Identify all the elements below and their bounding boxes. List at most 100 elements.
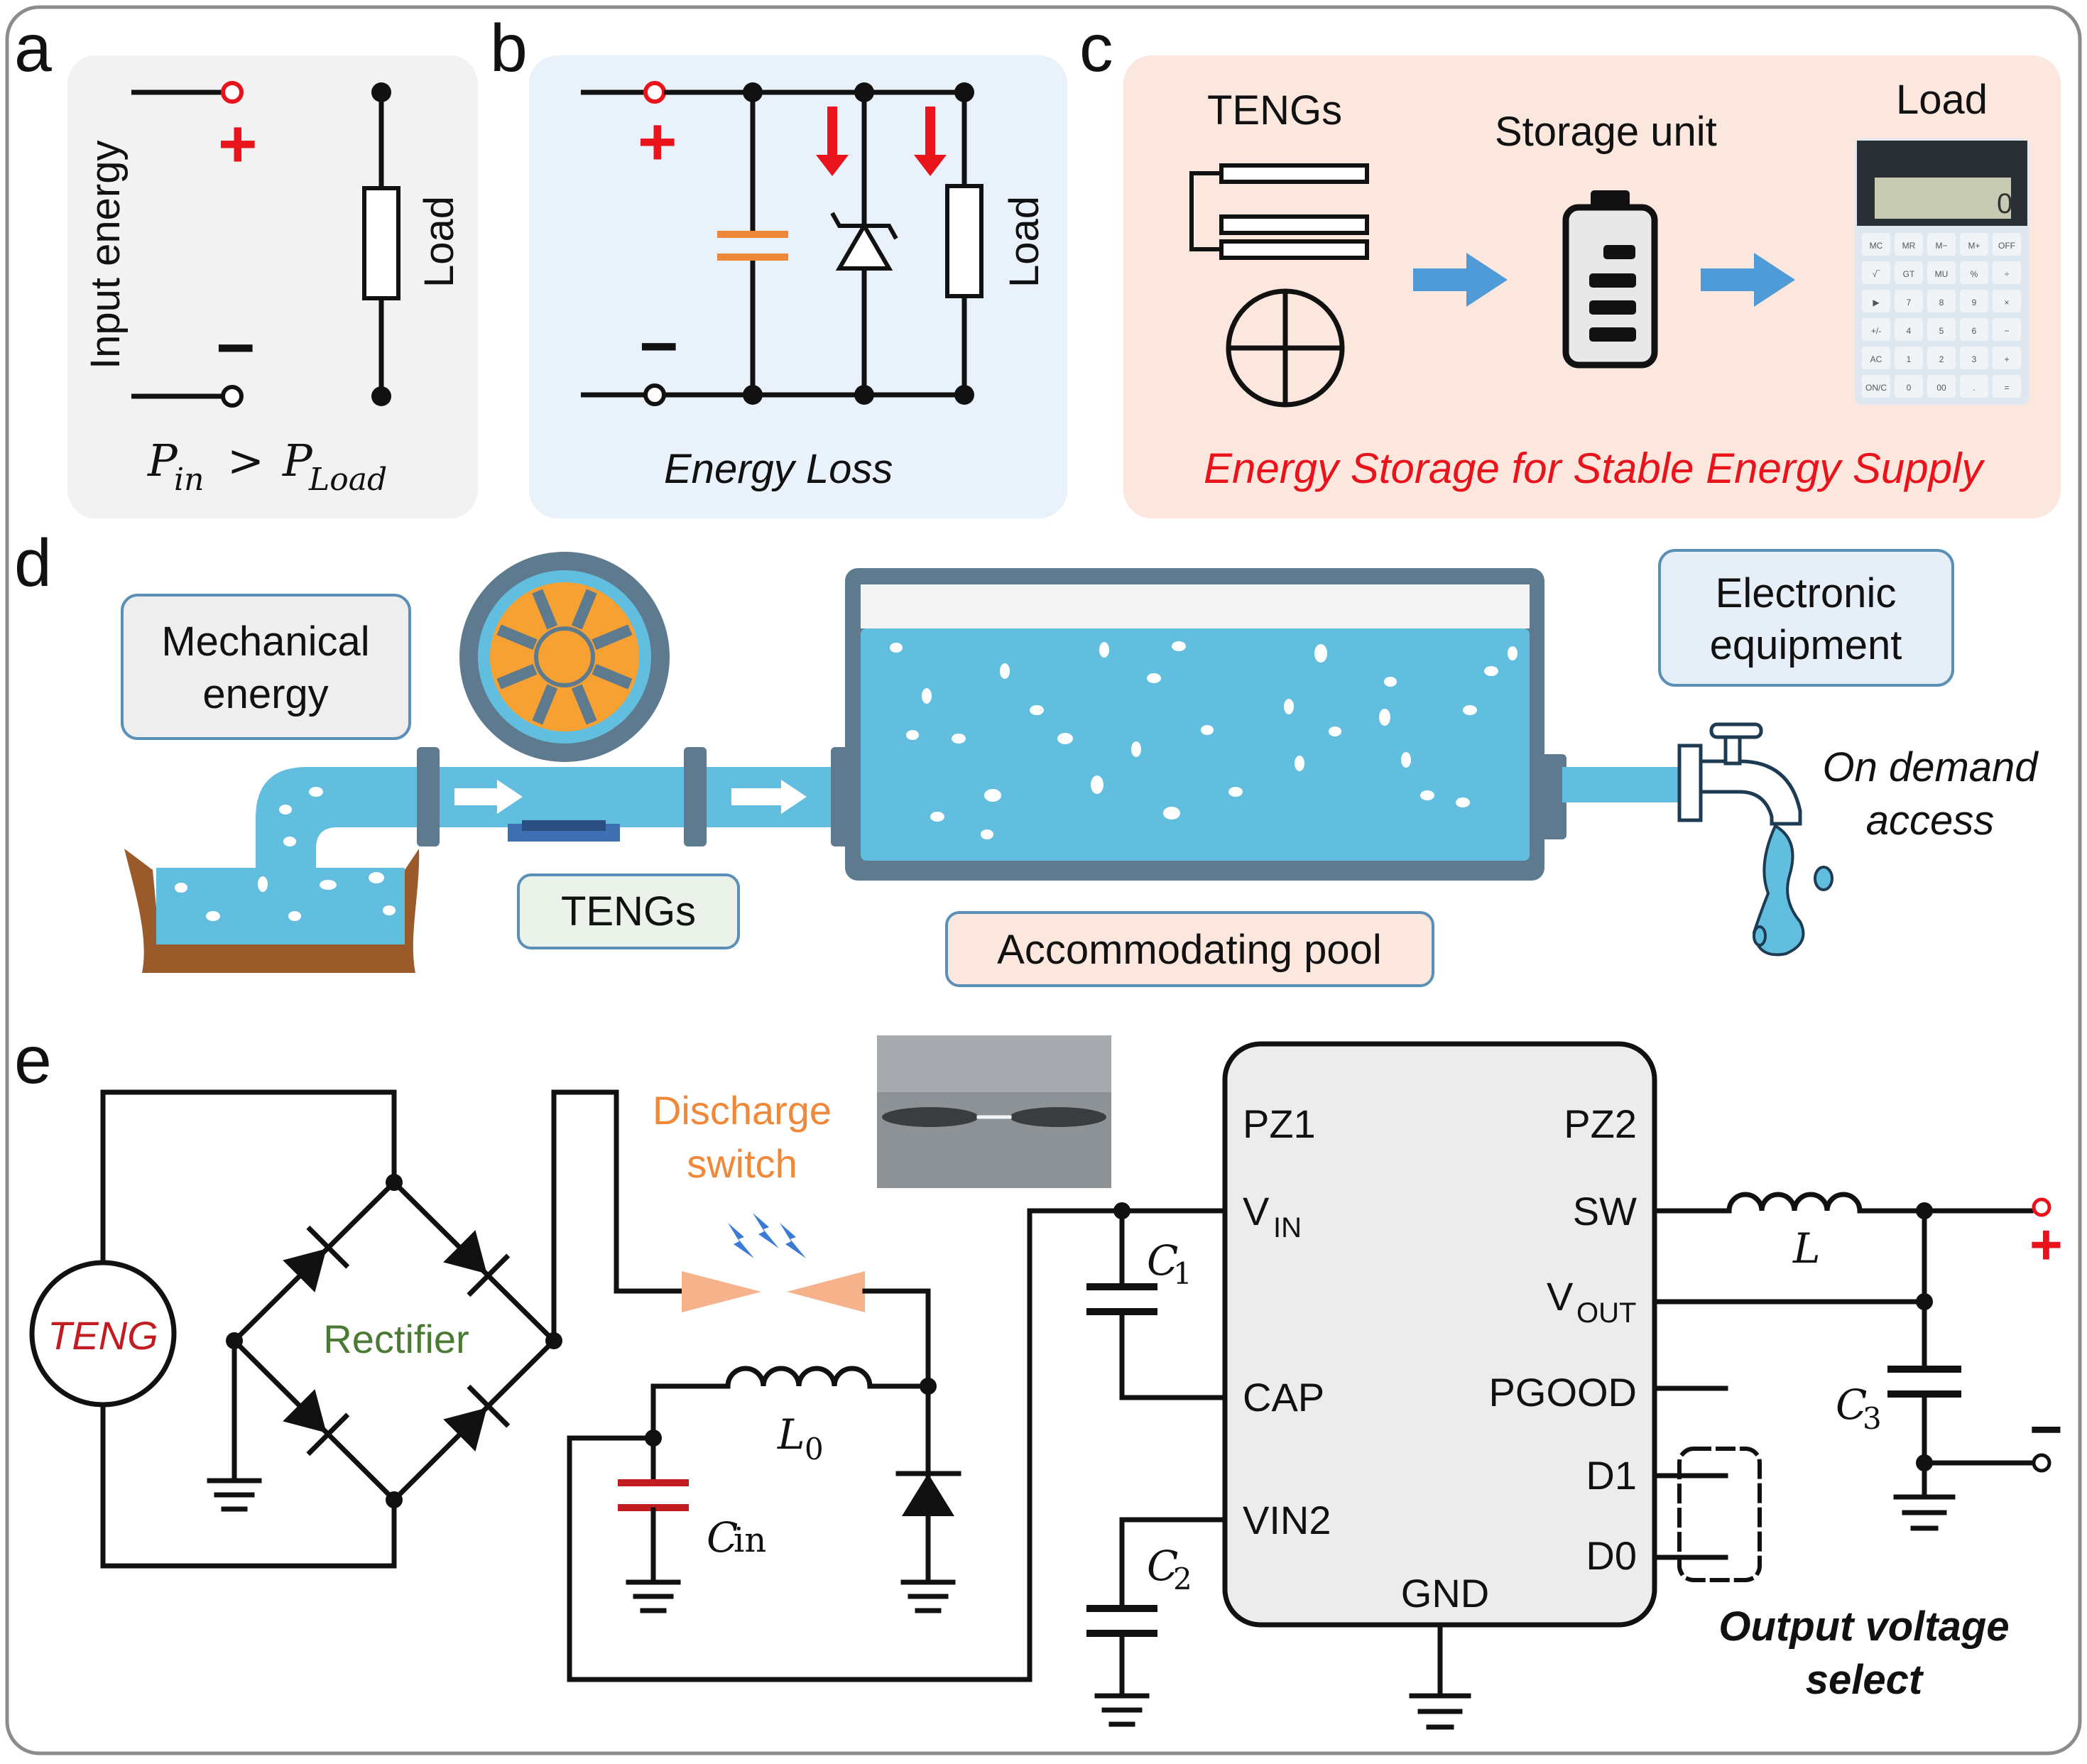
calculator-key-label: × <box>2004 298 2009 307</box>
bubble <box>1099 642 1109 658</box>
diode-icon <box>443 1384 511 1452</box>
teng-plates-icon <box>1189 163 1369 260</box>
bubble <box>1484 666 1498 676</box>
capacitor-icon-gap <box>717 234 788 257</box>
calculator-key-label: +/- <box>1871 326 1881 336</box>
diode-icon <box>283 1389 350 1457</box>
pin-vin-sub: IN <box>1273 1212 1302 1243</box>
bubble <box>930 812 944 822</box>
water-stream-icon <box>1752 824 1805 957</box>
calculator-key-label: √‾ <box>1873 269 1881 279</box>
calculator-key-label: MU <box>1935 269 1949 279</box>
calculator-key <box>1895 347 1923 369</box>
cin-sub: in <box>734 1520 766 1560</box>
electronic-equipment-label: equipment <box>1710 622 1902 668</box>
ground-icon <box>900 1579 956 1613</box>
pin-d1: D1 <box>1586 1453 1637 1498</box>
flow-arrow-icon <box>731 780 807 814</box>
pin-pz2: PZ2 <box>1564 1101 1637 1146</box>
bubble <box>1384 677 1397 687</box>
eq-p-in: P <box>147 435 178 486</box>
inlet-pipe <box>256 767 432 923</box>
wire <box>567 1208 1228 1682</box>
calculator-key <box>1960 261 1988 284</box>
calculator-key <box>1927 347 1956 369</box>
calculator-key <box>1927 290 1956 312</box>
panel-c-letter: c <box>1079 11 1113 86</box>
calculator-key <box>1862 347 1890 369</box>
panel-b: b + − Load Energy Loss <box>490 11 1067 518</box>
rectifier-label: Rectifier <box>323 1317 469 1361</box>
zener-diode-icon <box>830 212 898 271</box>
calculator-key <box>1895 233 1923 256</box>
pool-surface <box>861 584 1530 628</box>
water-basin-icon <box>124 849 420 973</box>
negative-terminal-icon <box>643 383 666 406</box>
panel-e-letter: e <box>14 1023 52 1098</box>
output-select-box <box>1677 1447 1762 1582</box>
negative-terminal-icon <box>221 385 244 408</box>
calculator-key <box>1960 375 1988 398</box>
mechanical-energy-label: energy <box>202 671 328 717</box>
pin-pz1: PZ1 <box>1243 1101 1316 1146</box>
bubble <box>890 643 903 653</box>
calculator-key <box>1927 318 1956 341</box>
bubble <box>1030 705 1044 715</box>
bubble <box>1508 646 1517 660</box>
positive-terminal-icon <box>643 81 666 104</box>
turbine-blade <box>496 624 538 650</box>
ground-icon <box>626 1579 681 1613</box>
teng-source-icon <box>29 1260 177 1408</box>
pool-bubbles <box>890 641 1517 839</box>
eq-sub-in: in <box>174 462 204 498</box>
load-resistor-icon <box>362 186 400 300</box>
c1-label: C <box>1147 1236 1178 1285</box>
pin-vin2: VIN2 <box>1243 1498 1331 1542</box>
eq-operator: > <box>227 435 264 486</box>
panel-e: e TENG Rectifier Discharge switch <box>14 1023 2063 1730</box>
discharge-electrode-icon <box>682 1271 761 1312</box>
calculator-key-label: ON/C <box>1865 383 1887 393</box>
input-energy-label: Input energy <box>82 141 129 369</box>
loss-arrow-icon <box>914 107 947 176</box>
bubble <box>1463 705 1477 715</box>
calculator-key-label: 0 <box>1907 383 1912 393</box>
bubble <box>1379 709 1390 726</box>
tengs-label: TENGs <box>561 888 696 935</box>
diode-icon <box>283 1225 350 1292</box>
minus-sign: − <box>639 309 678 384</box>
pipe-flange <box>1541 754 1566 839</box>
bubble <box>1329 726 1341 736</box>
calculator-key-label: . <box>1973 383 1975 393</box>
wire <box>1119 1517 1228 1609</box>
c3-label: C <box>1836 1381 1867 1429</box>
pool-label-box <box>945 911 1434 987</box>
calculator-key <box>1895 375 1923 398</box>
bubble <box>1456 797 1470 807</box>
plus-sign: + <box>638 104 677 180</box>
calculator-key-label: 5 <box>1939 326 1944 336</box>
electronic-equipment-box <box>1658 549 1954 687</box>
mechanical-energy-box <box>121 594 411 740</box>
calculator-key <box>1862 261 1890 284</box>
calculator-key <box>1993 375 2021 398</box>
tengs-label: TENGs <box>1207 87 1342 134</box>
energy-loss-caption: Energy Loss <box>664 446 893 492</box>
stable-supply-caption: Energy Storage for Stable Energy Supply <box>1204 445 1985 492</box>
pipe-flange <box>417 747 440 846</box>
teng-turbine-icon <box>459 552 670 842</box>
calculator-key-label: MC <box>1870 241 1883 251</box>
calculator-key <box>1960 233 1988 256</box>
loss-arrow-icon <box>816 107 849 176</box>
output-select-label: select <box>1806 1657 1924 1703</box>
positive-terminal-icon <box>221 81 244 104</box>
bubble <box>1131 741 1141 757</box>
calculator-key <box>1862 375 1890 398</box>
calculator-key-label: OFF <box>1998 241 2015 251</box>
calculator-key <box>1960 290 1988 312</box>
bubble <box>1000 663 1010 679</box>
calculator-key-label: 6 <box>1972 326 1977 336</box>
diode-icon <box>443 1230 511 1297</box>
